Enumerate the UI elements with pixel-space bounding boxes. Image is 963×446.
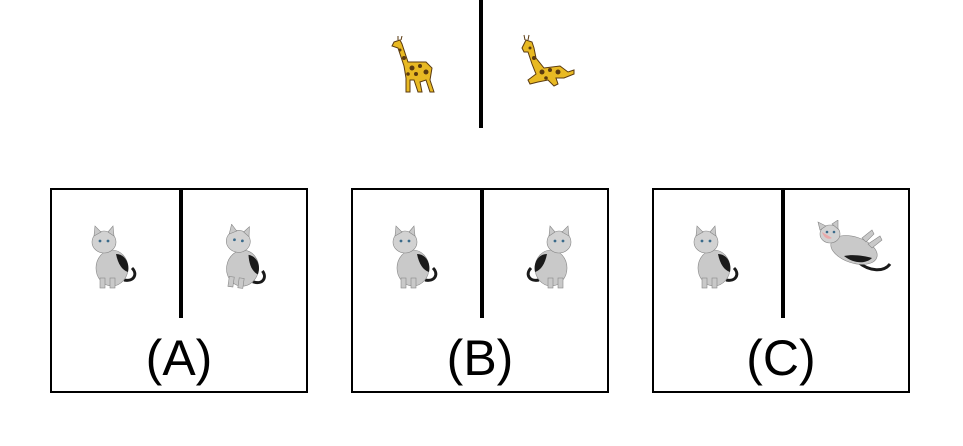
- option-b-divider: [480, 190, 484, 318]
- cat-lying-image: [814, 219, 894, 285]
- option-a-label: (A): [145, 330, 213, 386]
- giraffe-standing-image: [386, 35, 442, 94]
- option-a-divider: [179, 190, 183, 318]
- option-a-box[interactable]: (A): [50, 188, 308, 393]
- option-c-box[interactable]: (C): [652, 188, 910, 393]
- cat-sitting-rotated-image: [212, 223, 274, 297]
- cat-sitting-image: [383, 224, 443, 295]
- cat-sitting-image: [684, 224, 744, 295]
- option-c-divider: [781, 190, 785, 318]
- cat-sitting-image: [82, 224, 142, 295]
- option-b-label: (B): [446, 330, 514, 386]
- option-c-label: (C): [746, 330, 816, 386]
- reference-divider: [479, 0, 483, 128]
- option-b-box[interactable]: (B): [351, 188, 609, 393]
- cat-sitting-mirrored-image: [521, 224, 581, 295]
- giraffe-lying-image: [516, 34, 578, 88]
